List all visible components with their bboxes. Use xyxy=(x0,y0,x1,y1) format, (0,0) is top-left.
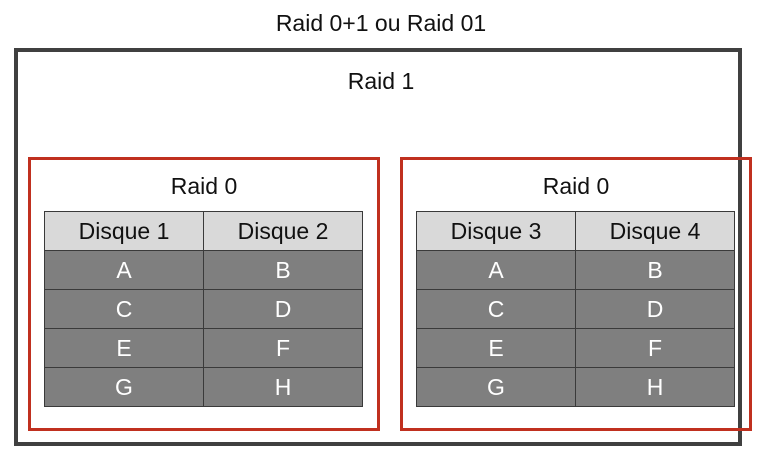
block-cell: D xyxy=(575,289,735,329)
table-header-row: Disque 3 Disque 4 xyxy=(416,211,735,251)
raid0-group-left: Raid 0 Disque 1 Disque 2 A B C D E F G xyxy=(28,157,380,431)
block-cell: F xyxy=(203,328,363,368)
block-cell: E xyxy=(416,328,576,368)
raid1-container xyxy=(14,48,742,446)
table-header-row: Disque 1 Disque 2 xyxy=(44,211,363,251)
disk-header: Disque 3 xyxy=(416,211,576,251)
block-cell: H xyxy=(203,367,363,407)
table-row: E F xyxy=(44,328,363,368)
disk-header: Disque 4 xyxy=(575,211,735,251)
raid1-label: Raid 1 xyxy=(347,68,415,94)
disk-header: Disque 1 xyxy=(44,211,204,251)
disk-table-right: Disque 3 Disque 4 A B C D E F G H xyxy=(416,211,735,407)
raid0-group-right: Raid 0 Disque 3 Disque 4 A B C D E F G xyxy=(400,157,752,431)
block-cell: E xyxy=(44,328,204,368)
table-row: G H xyxy=(44,367,363,407)
block-cell: A xyxy=(44,250,204,290)
table-row: C D xyxy=(44,289,363,329)
table-row: A B xyxy=(416,250,735,290)
block-cell: C xyxy=(44,289,204,329)
table-row: G H xyxy=(416,367,735,407)
raid0-label: Raid 0 xyxy=(170,173,238,199)
block-cell: F xyxy=(575,328,735,368)
table-row: C D xyxy=(416,289,735,329)
table-row: A B xyxy=(44,250,363,290)
block-cell: D xyxy=(203,289,363,329)
disk-header: Disque 2 xyxy=(203,211,363,251)
table-row: E F xyxy=(416,328,735,368)
block-cell: G xyxy=(416,367,576,407)
block-cell: B xyxy=(575,250,735,290)
block-cell: B xyxy=(203,250,363,290)
disk-table-left: Disque 1 Disque 2 A B C D E F G H xyxy=(44,211,363,407)
block-cell: A xyxy=(416,250,576,290)
block-cell: G xyxy=(44,367,204,407)
raid0-label: Raid 0 xyxy=(542,173,610,199)
diagram-title: Raid 0+1 ou Raid 01 xyxy=(275,10,487,36)
block-cell: H xyxy=(575,367,735,407)
block-cell: C xyxy=(416,289,576,329)
